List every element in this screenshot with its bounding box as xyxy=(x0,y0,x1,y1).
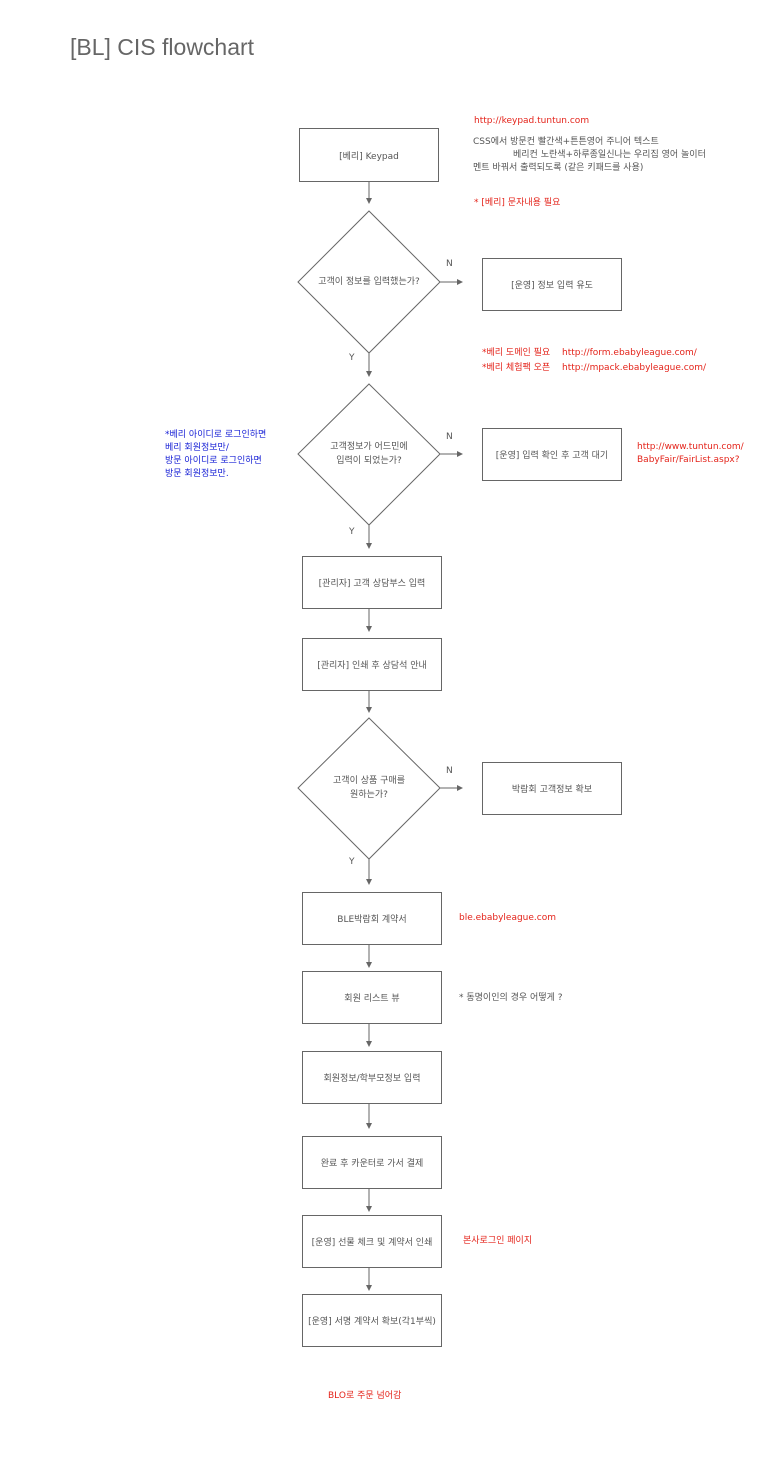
note-pack-url: http://mpack.ebabyleague.com/ xyxy=(562,363,707,373)
note-domain-required: *베리 도메인 필요 xyxy=(482,348,551,358)
note-css-line2: 베리컨 노란색+하루종일신나는 우리집 영어 놀이터 xyxy=(513,150,706,160)
note-login-line1: *베리 아이디로 로그인하면 xyxy=(165,430,267,440)
note-login-line4: 방문 회원정보만. xyxy=(165,469,229,479)
step-wait-customer: [운영] 입력 확인 후 고객 대기 xyxy=(482,428,622,481)
note-pack-open: *베리 체험팩 오픈 xyxy=(482,363,551,373)
note-domain-url: http://form.ebabyleague.com/ xyxy=(562,348,697,358)
note-hq-login-page: 본사로그인 페이지 xyxy=(463,1236,533,1246)
decision2-no-label: N xyxy=(446,432,453,442)
decision2-line2: 입력이 되었는가? xyxy=(336,456,402,466)
step-ble-contract: BLE박람회 계약서 xyxy=(302,892,442,945)
step-member-list: 회원 리스트 뷰 xyxy=(302,971,442,1024)
step-admin-booth-input: [관리자] 고객 상담부스 입력 xyxy=(302,556,442,609)
decision3-text: 고객이 상품 구매를 원하는가? xyxy=(298,774,440,802)
decision3-line2: 원하는가? xyxy=(350,790,388,800)
note-fair-url-line2: BabyFair/FairList.aspx? xyxy=(637,455,740,465)
note-blo-order: BLO로 주문 넘어감 xyxy=(328,1391,402,1401)
note-login-line2: 베리 회원정보만/ xyxy=(165,443,229,453)
note-css-line1: CSS에서 방문컨 빨간색+튼튼영어 주니어 텍스트 xyxy=(473,137,659,147)
decision1-text: 고객이 정보를 입력했는가? xyxy=(318,277,420,287)
note-keypad-url: http://keypad.tuntun.com xyxy=(474,116,590,126)
note-css-line3: 멘트 바꿔서 출력되도록 (같은 키패드를 사용) xyxy=(473,163,644,173)
decision3-line1: 고객이 상품 구매를 xyxy=(333,776,405,786)
decision2-line1: 고객정보가 어드민에 xyxy=(330,442,408,452)
note-ble-url: ble.ebabyleague.com xyxy=(459,913,557,923)
step-admin-print: [관리자] 인쇄 후 상담석 안내 xyxy=(302,638,442,691)
step-payment: 완료 후 카운터로 가서 결제 xyxy=(302,1136,442,1189)
note-fair-url-line1: http://www.tuntun.com/ xyxy=(637,442,744,452)
note-login-line3: 방문 아이디로 로그인하면 xyxy=(165,456,262,466)
decision3-no-label: N xyxy=(446,766,453,776)
step-keypad: [베리] Keypad xyxy=(299,128,439,182)
note-same-name: * 동명이인의 경우 어떻게 ? xyxy=(459,993,563,1003)
decision2-yes-label: Y xyxy=(349,527,355,537)
note-sms-content: * [베리] 문자내용 필요 xyxy=(474,198,561,208)
decision1-no-label: N xyxy=(446,259,453,269)
step-fair-customer-info: 박람회 고객정보 확보 xyxy=(482,762,622,815)
decision3-yes-label: Y xyxy=(349,857,355,867)
step-gift-check: [운영] 선물 체크 및 계약서 인쇄 xyxy=(302,1215,442,1268)
step-signed-contract: [운영] 서명 계약서 확보(각1부씩) xyxy=(302,1294,442,1347)
step-info-input-guide: [운영] 정보 입력 유도 xyxy=(482,258,622,311)
step-member-info-input: 회원정보/학부모정보 입력 xyxy=(302,1051,442,1104)
decision1-yes-label: Y xyxy=(349,353,355,363)
page-title: [BL] CIS flowchart xyxy=(70,34,255,60)
decision2-text: 고객정보가 어드민에 입력이 되었는가? xyxy=(298,440,440,468)
